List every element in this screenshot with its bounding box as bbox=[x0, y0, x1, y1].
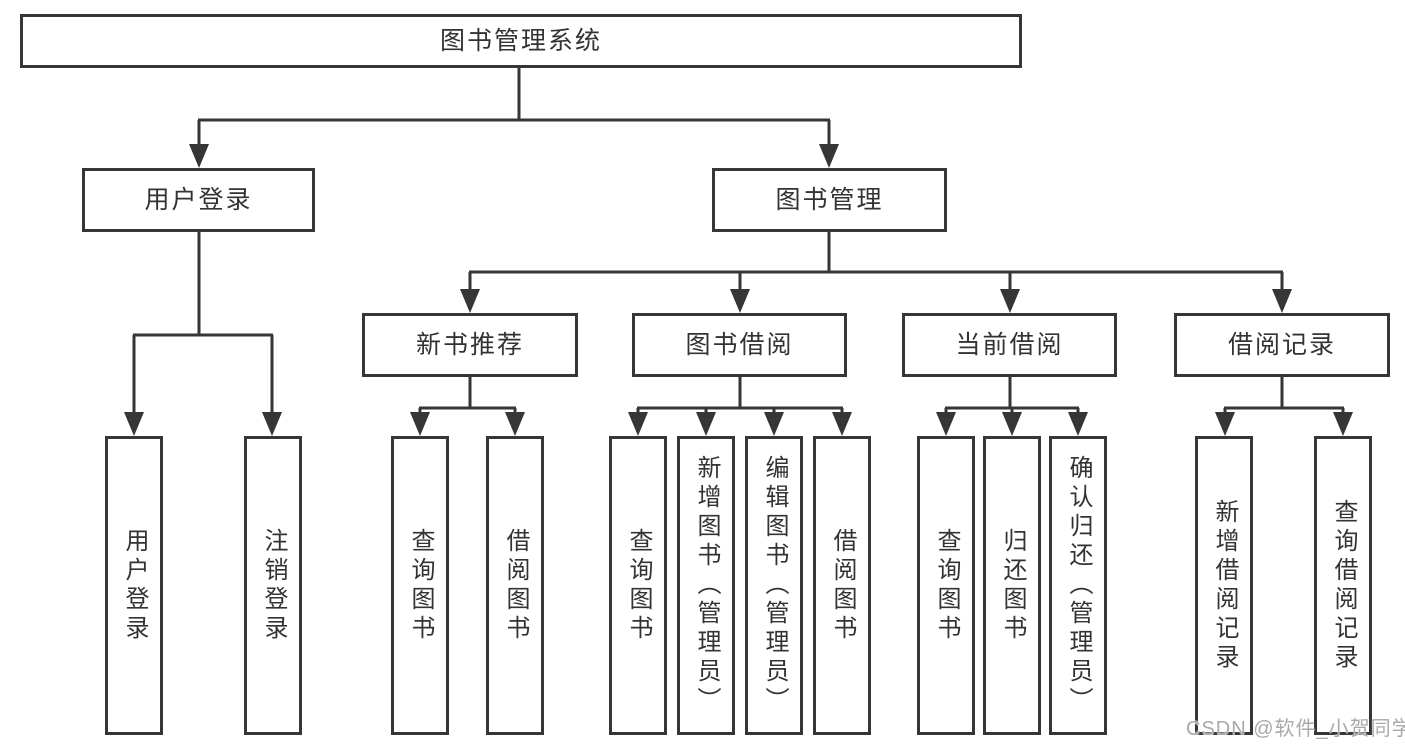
leaf-query-books-recommend: 查询图书 bbox=[391, 436, 449, 735]
node-borrow-records: 借阅记录 bbox=[1174, 313, 1390, 377]
node-current-borrow: 当前借阅 bbox=[902, 313, 1117, 377]
leaf-query-borrow-record: 查询借阅记录 bbox=[1314, 436, 1372, 735]
leaf-add-borrow-record: 新增借阅记录 bbox=[1195, 436, 1253, 735]
node-book-borrow: 图书借阅 bbox=[632, 313, 847, 377]
watermark-csdn: CSDN @软件_小贺同学 bbox=[1186, 718, 1405, 740]
leaf-confirm-return-admin: 确认归还（管理员） bbox=[1049, 436, 1107, 735]
leaf-query-books-current: 查询图书 bbox=[917, 436, 975, 735]
node-new-book-recommend: 新书推荐 bbox=[362, 313, 578, 377]
leaf-add-books-admin: 新增图书（管理员） bbox=[677, 436, 735, 735]
leaf-borrow-books-recommend: 借阅图书 bbox=[486, 436, 544, 735]
node-user-login: 用户登录 bbox=[82, 168, 315, 232]
leaf-logout-login: 注销登录 bbox=[244, 436, 302, 735]
leaf-user-login: 用户登录 bbox=[105, 436, 163, 735]
node-library-system: 图书管理系统 bbox=[20, 14, 1022, 68]
leaf-return-books: 归还图书 bbox=[983, 436, 1041, 735]
leaf-edit-books-admin: 编辑图书（管理员） bbox=[745, 436, 803, 735]
leaf-query-books-borrow: 查询图书 bbox=[609, 436, 667, 735]
node-book-management: 图书管理 bbox=[712, 168, 947, 232]
leaf-borrow-books-borrow: 借阅图书 bbox=[813, 436, 871, 735]
